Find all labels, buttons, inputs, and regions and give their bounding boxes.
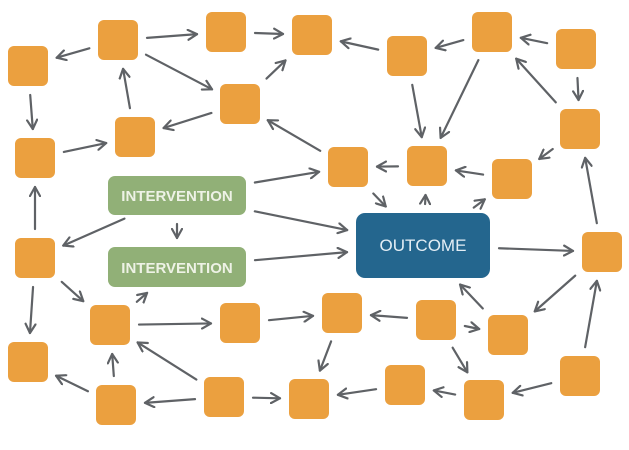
- factor-box-20: [416, 300, 456, 340]
- arrow-N28-to-N27: [511, 382, 553, 393]
- factor-box-8: [220, 84, 260, 124]
- outcome-box: OUTCOME: [356, 213, 490, 278]
- arrow-N17-to-N18: [137, 323, 213, 324]
- factor-box-18: [220, 303, 260, 343]
- arrow-I1-to-N12: [253, 172, 321, 184]
- arrow-I1-to-N15: [62, 217, 126, 246]
- arrow-N14-to-N13: [454, 170, 485, 174]
- arrow-N15-to-N22: [30, 285, 33, 335]
- arrow-N21-to-O: [458, 283, 484, 310]
- arrow-N2-to-N8: [144, 53, 214, 90]
- arrow-N28-to-N16: [584, 279, 597, 349]
- intervention-label-2: INTERVENTION: [121, 260, 232, 277]
- arrow-N7-to-N11: [577, 76, 578, 102]
- factor-box-3: [206, 12, 246, 52]
- factor-box-13: [407, 146, 447, 186]
- outcome-label: OUTCOME: [380, 236, 467, 255]
- factor-box-6: [472, 12, 512, 52]
- arrow-N20-to-N21: [463, 326, 481, 329]
- factor-box-21: [488, 315, 528, 355]
- arrow-O-to-N16: [497, 248, 575, 251]
- arrow-N2-to-N1: [55, 47, 91, 57]
- arrow-N12-to-N8: [266, 120, 322, 152]
- arrow-N11-to-N6: [515, 57, 557, 104]
- arrow-N5-to-N13: [411, 83, 422, 139]
- factor-box-24: [204, 377, 244, 417]
- arrow-N20-to-N19: [369, 315, 409, 318]
- arrow-N23-to-N17: [112, 352, 114, 378]
- arrow-I2-to-O: [253, 252, 349, 262]
- factor-box-23: [96, 385, 136, 425]
- factor-box-25: [289, 379, 329, 419]
- factor-box-26: [385, 365, 425, 405]
- arrow-N24-to-N23: [143, 399, 197, 403]
- factor-box-1: [8, 46, 48, 86]
- arrow-N5-to-N4: [339, 41, 380, 51]
- factor-box-16: [582, 232, 622, 272]
- arrow-N2-to-N3: [145, 34, 199, 38]
- arrow-N11-to-N14: [538, 147, 554, 161]
- arrow-N6-to-N5: [434, 38, 465, 48]
- arrow-N23-to-N22: [54, 376, 90, 393]
- arrow-N8-to-N9: [162, 111, 213, 128]
- arrow-N3-to-N4: [253, 33, 285, 34]
- factor-box-11: [560, 109, 600, 149]
- intervention-label-1: INTERVENTION: [121, 188, 232, 205]
- arrow-N7-to-N6: [519, 38, 549, 43]
- factor-box-10: [15, 138, 55, 178]
- arrow-O-to-N14: [472, 198, 486, 207]
- factor-box-22: [8, 342, 48, 382]
- arrow-N27-to-N26: [432, 390, 457, 394]
- arrow-N26-to-N25: [336, 389, 378, 395]
- arrow-N15-to-N17: [60, 280, 85, 303]
- arrow-I1-to-O: [253, 210, 349, 230]
- factor-box-7: [556, 29, 596, 69]
- intervention-box-1: INTERVENTION: [108, 176, 246, 215]
- factor-box-28: [560, 356, 600, 396]
- factor-box-9: [115, 117, 155, 157]
- nodes: [8, 12, 622, 425]
- arrow-N16-to-N11: [585, 156, 598, 225]
- factor-box-27: [464, 380, 504, 420]
- factor-box-15: [15, 238, 55, 278]
- arrow-N16-to-N21: [533, 274, 577, 313]
- arrow-N17-to-I2: [135, 291, 149, 302]
- arrow-N20-to-N27: [451, 346, 469, 374]
- arrow-N9-to-N2: [123, 67, 132, 110]
- arrow-N18-to-N19: [267, 316, 315, 320]
- arrow-N24-to-N25: [251, 398, 282, 399]
- factor-box-17: [90, 305, 130, 345]
- factor-box-12: [328, 147, 368, 187]
- arrow-N10-to-N9: [62, 143, 108, 154]
- factor-box-19: [322, 293, 362, 333]
- arrow-N19-to-N25: [320, 340, 333, 372]
- factor-box-4: [292, 15, 332, 55]
- arrow-N8-to-N4: [265, 59, 287, 80]
- arrow-N6-to-N13: [441, 58, 480, 140]
- arrow-N12-to-O: [372, 192, 387, 208]
- factor-box-14: [492, 159, 532, 199]
- arrow-N1-to-N10: [30, 93, 33, 131]
- factor-box-2: [98, 20, 138, 60]
- intervention-box-2: INTERVENTION: [108, 247, 246, 287]
- factor-box-5: [387, 36, 427, 76]
- arrow-N24-to-N17: [136, 341, 198, 381]
- edges: [30, 33, 597, 403]
